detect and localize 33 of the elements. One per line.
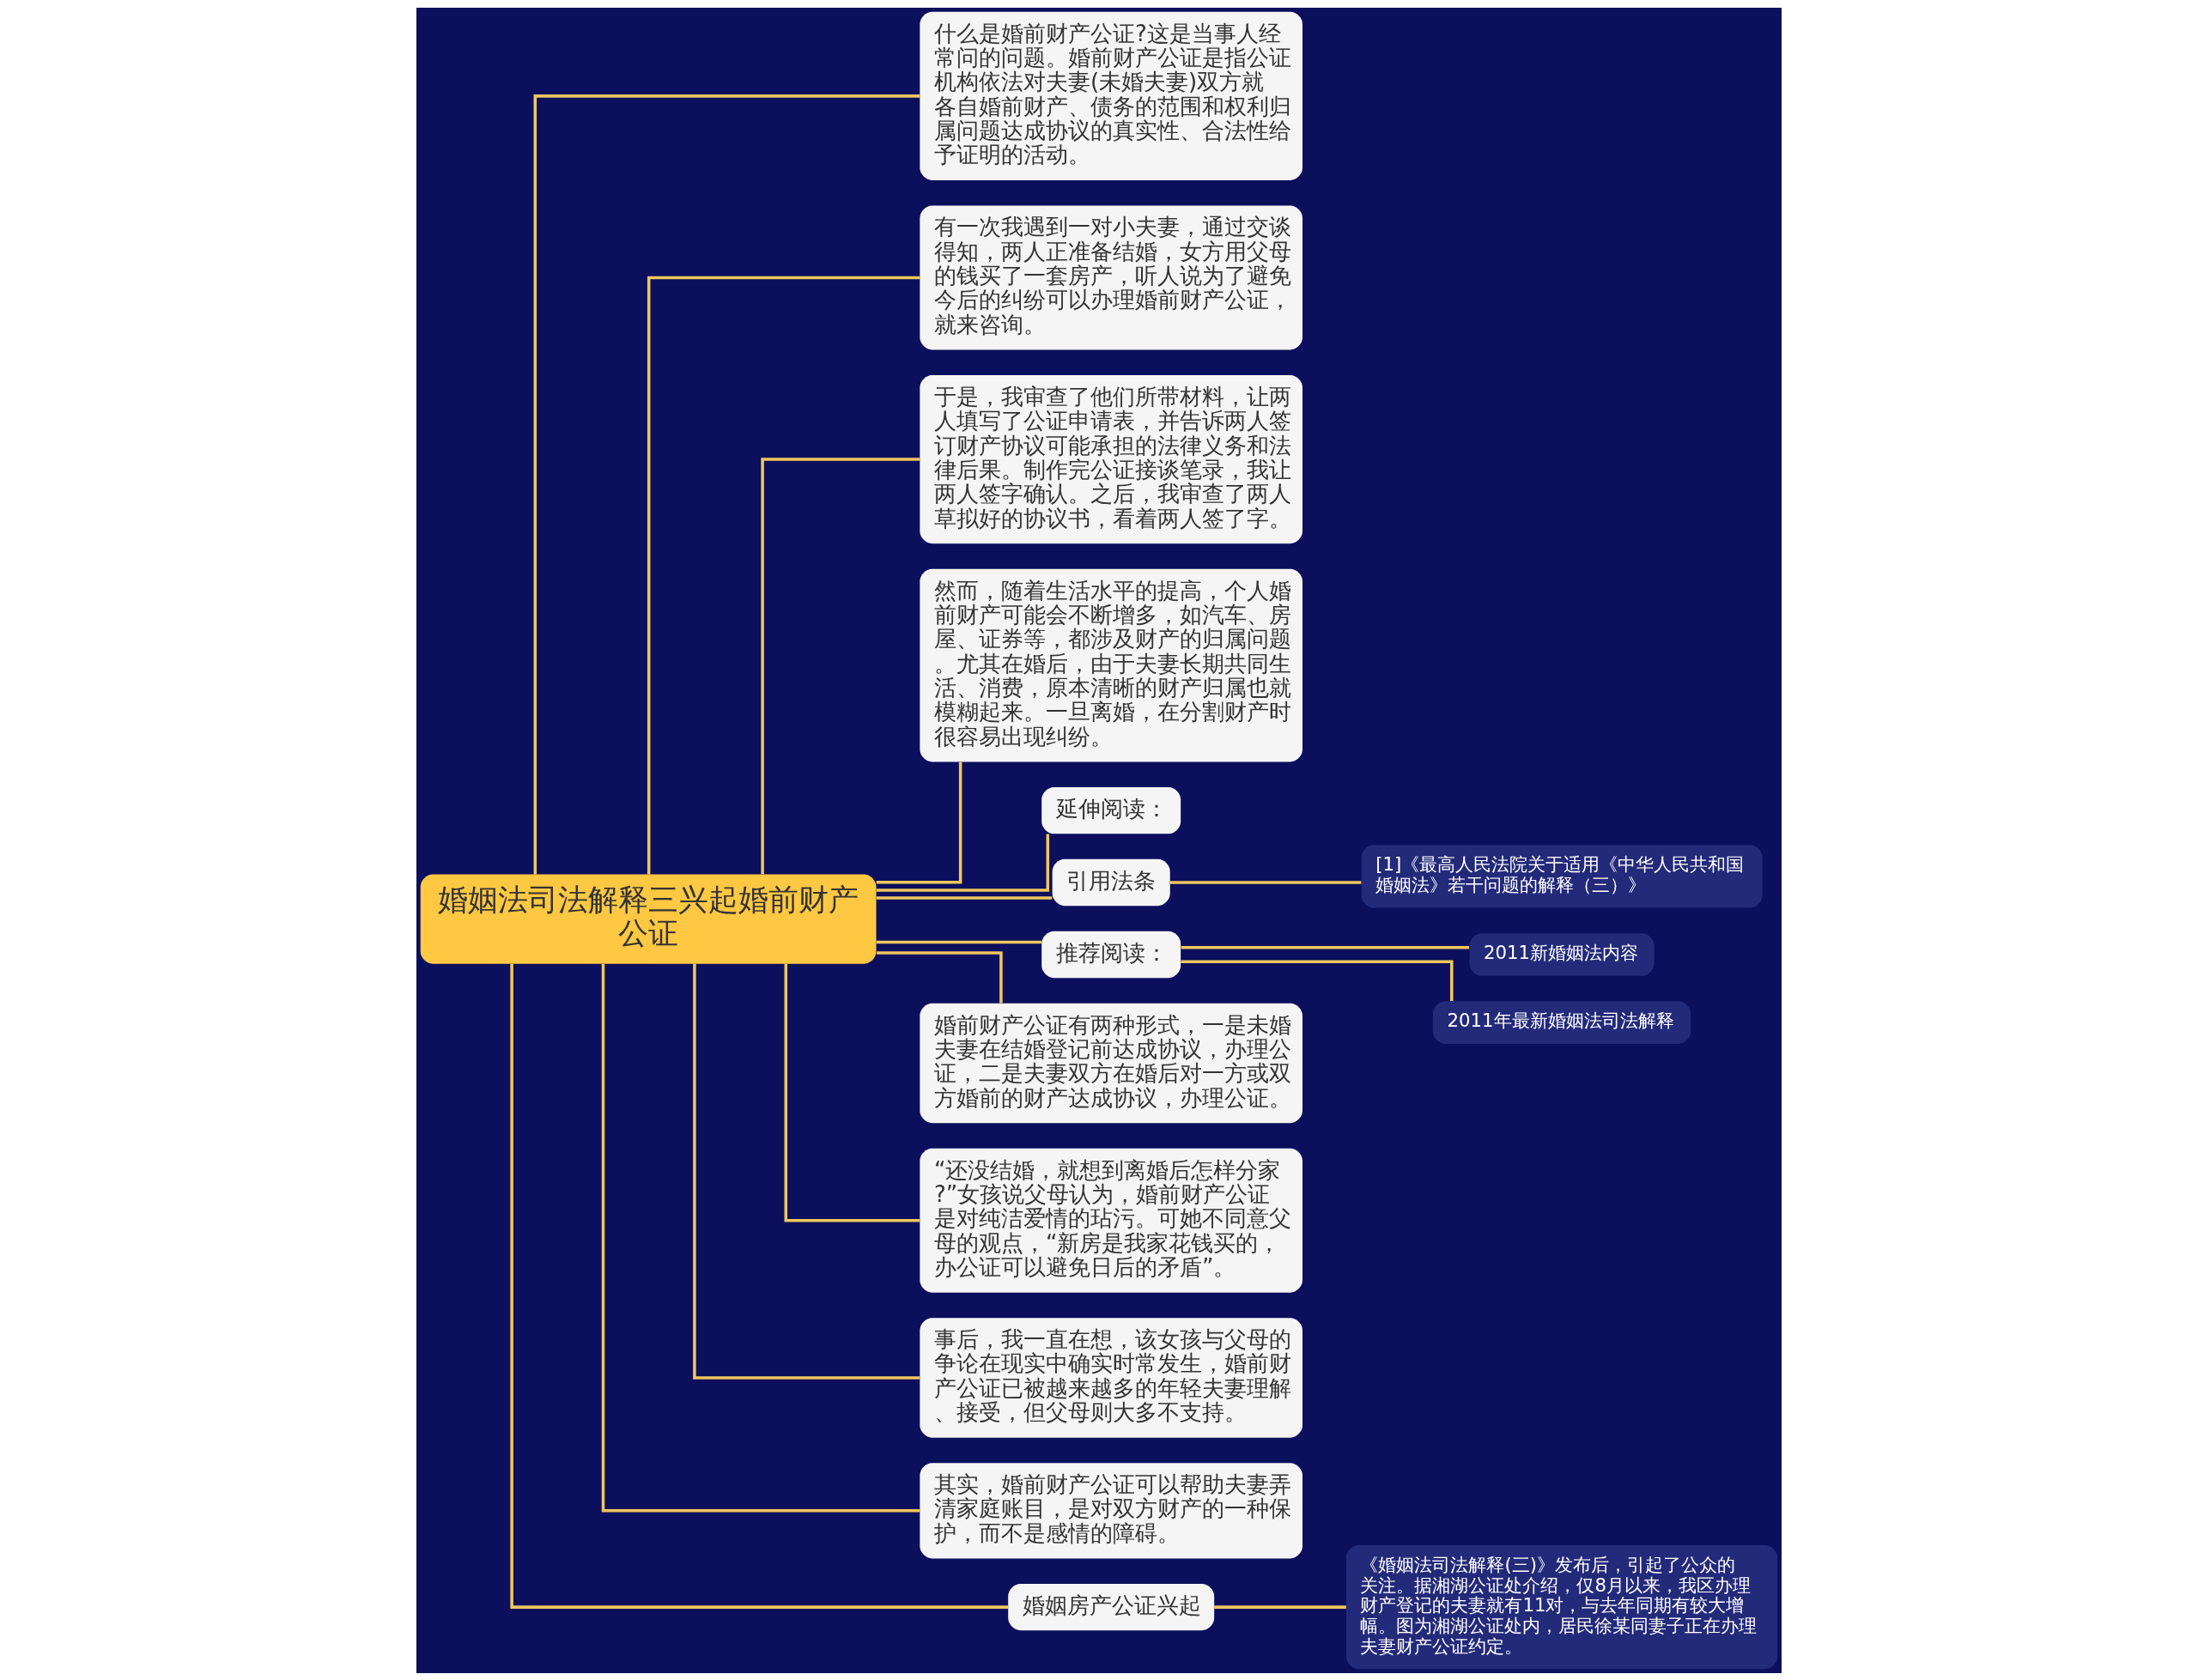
node-box: [1]《最高人民法院关于适用《中华人民共和国婚姻法》若干问题的解释（三）》 (1361, 844, 1763, 908)
node-box: 什么是婚前财产公证?这是当事人经常问的问题。婚前财产公证是指公证机构依法对夫妻(未婚夫妻)双方就各自婚前财产、债务的范围和权利归属问题达成协议的真实性、合法性给予证明的活动。 (920, 11, 1302, 180)
node-box: 婚姻房产公证兴起 (1008, 1583, 1215, 1630)
connector (1181, 960, 1454, 1001)
connector (876, 940, 1041, 943)
node-box: 有一次我遇到一对小夫妻，通过交谈得知，两人正准备结婚，女方用父母的钱买了一套房产，听人说为了避免今后的纠纷可以办理婚前财产公证，就来咨询。 (920, 205, 1302, 349)
node-box: 然而，随着生活水平的提高，个人婚前财产可能会不断增多，如汽车、房屋、证券等，都涉及财产的归属问题。尤其在婚后，由于夫妻长期共同生活、消费，原本清晰的财产归属也就模糊起来。一旦离婚，在分割财产时很容易出现纠纷。 (920, 568, 1302, 761)
node-box: 《婚姻法司法解释(三)》发布后，引起了公众的关注。据湘湖公证处介绍，仅8月以来，我区办理财产登记的夫妻就有11对，与去年同期有较大增幅。图为湘湖公证处内，居民徐某同妻子正在办理夫妻财产公证约定。 (1345, 1544, 1778, 1669)
node-box: 引用法条 (1052, 858, 1170, 906)
node-box: 婚姻法司法解释三兴起婚前财产公证 (420, 874, 877, 964)
connector (647, 276, 920, 874)
node-box: 婚前财产公证有两种形式，一是未婚夫妻在结婚登记前达成协议，办理公证，二是夫妻双方在婚后对一方或双方婚前的财产达成协议，办理公证。 (920, 1003, 1302, 1123)
connector (1214, 1604, 1346, 1609)
node-box: 于是，我审查了他们所带材料，让两人填写了公证申请表，并告诉两人签订财产协议可能承担的法律义务和法律后果。制作完公证接谈笔录，我让两人签字确认。之后，我审查了两人草拟好的协议书，看着两人签了字。 (920, 374, 1302, 543)
connector (533, 94, 920, 874)
node-box: 推荐阅读： (1041, 931, 1181, 978)
connector (761, 457, 920, 874)
connector (1169, 880, 1362, 884)
node-box: 2011年最新婚姻法司法解释 (1432, 1000, 1691, 1044)
node-box: 2011新婚姻法内容 (1469, 932, 1655, 976)
connector (693, 963, 920, 1380)
node-box: 延伸阅读： (1041, 786, 1181, 834)
connector (601, 963, 920, 1513)
node-box: 事后，我一直在想，该女孩与父母的争论在现实中确实时常发生，婚前财产公证已被越来越多的年轻夫妻理解、接受，但父母则大多不支持。 (920, 1317, 1302, 1438)
connector (876, 761, 962, 884)
connector (876, 833, 1050, 892)
connector (876, 895, 1053, 900)
connector (784, 963, 920, 1222)
connector (1181, 945, 1469, 949)
connector (510, 963, 1009, 1609)
node-box: “还没结婚，就想到离婚后怎样分家?”女孩说父母认为，婚前财产公证是对纯洁爱情的玷污。可她不同意父母的观点，“新房是我家花钱买的，办公证可以避免日后的矛盾”。 (920, 1148, 1302, 1293)
node-box: 其实，婚前财产公证可以帮助夫妻弄清家庭账目，是对双方财产的一种保护，而不是感情的障碍。 (920, 1462, 1302, 1558)
connector (877, 950, 1003, 1004)
